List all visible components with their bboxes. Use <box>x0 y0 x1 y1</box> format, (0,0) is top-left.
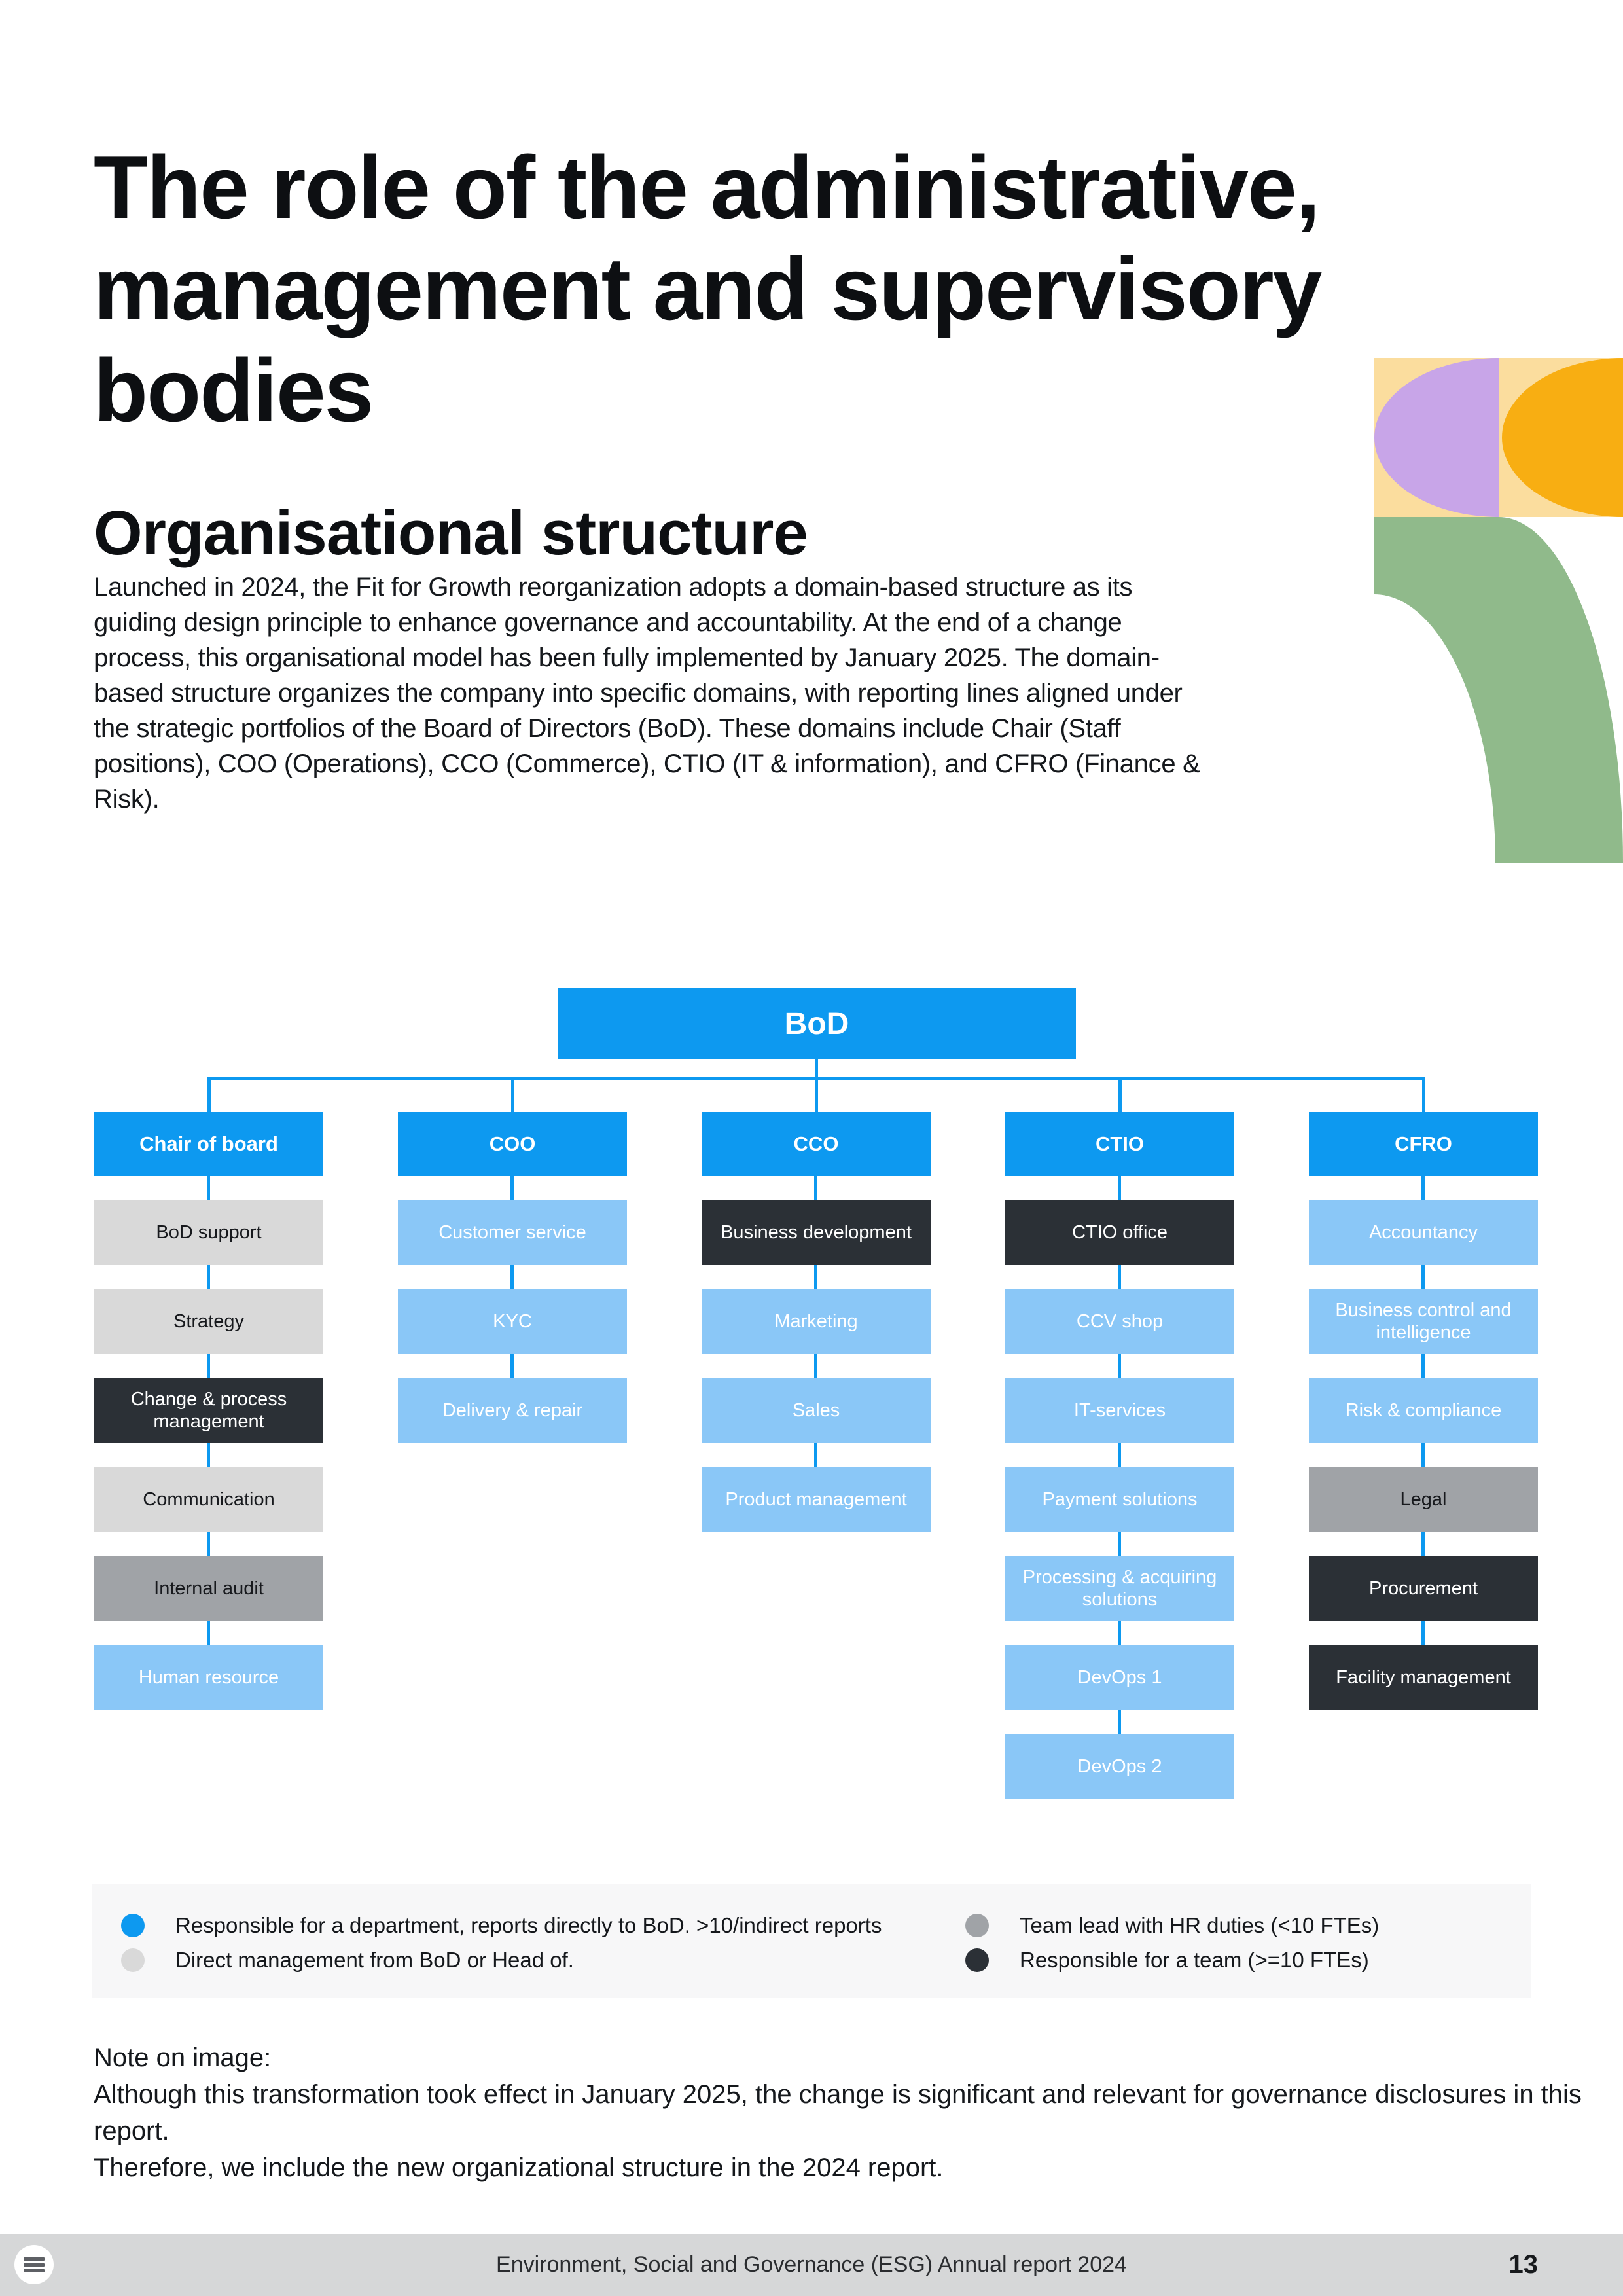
org-column-header: CCO <box>702 1112 931 1176</box>
org-column-chair: Chair of board BoD support Strategy Chan… <box>94 1112 323 1710</box>
org-box: Internal audit <box>94 1556 323 1621</box>
org-box: Payment solutions <box>1005 1467 1234 1532</box>
org-box: Marketing <box>702 1289 931 1354</box>
org-box: Business control and intelligence <box>1309 1289 1538 1354</box>
org-box: Product management <box>702 1467 931 1532</box>
legend-label: Team lead with HR duties (<10 FTEs) <box>1020 1913 1380 1937</box>
org-box: BoD support <box>94 1200 323 1265</box>
connector-root-stub <box>815 1058 818 1079</box>
page-number: 13 <box>1508 2250 1539 2279</box>
intro-paragraph: Launched in 2024, the Fit for Growth reo… <box>94 573 1200 814</box>
org-box: Procurement <box>1309 1556 1538 1621</box>
org-box: Customer service <box>398 1200 627 1265</box>
legend-dot-lightgray <box>121 1948 145 1972</box>
note-line: Therefore, we include the new organizati… <box>94 2153 944 2182</box>
org-column-ctio: CTIO CTIO office CCV shop IT-services Pa… <box>1005 1112 1234 1799</box>
org-box: IT-services <box>1005 1378 1234 1443</box>
connector-stub <box>511 1079 514 1113</box>
connector-column-line <box>510 1176 514 1378</box>
org-box: Communication <box>94 1467 323 1532</box>
org-box: CCV shop <box>1005 1289 1234 1354</box>
connector-horizontal <box>207 1077 1425 1080</box>
org-column-cfro: CFRO Accountancy Business control and in… <box>1309 1112 1538 1710</box>
connector-stub <box>1422 1079 1425 1113</box>
connector-stub <box>815 1079 818 1113</box>
org-box: Sales <box>702 1378 931 1443</box>
org-box: Strategy <box>94 1289 323 1354</box>
note-line: Although this transformation took effect… <box>94 2080 1582 2145</box>
legend-dot-midgray <box>965 1914 989 1937</box>
org-box: Delivery & repair <box>398 1378 627 1443</box>
menu-button[interactable] <box>14 2245 54 2284</box>
page-title-line: management and supervisory <box>94 239 1322 339</box>
org-box: Risk & compliance <box>1309 1378 1538 1443</box>
legend-item: Team lead with HR duties (<10 FTEs) <box>965 1912 1379 1939</box>
legend-item: Responsible for a department, reports di… <box>121 1912 882 1939</box>
footer-bar: Environment, Social and Governance (ESG)… <box>0 2234 1623 2296</box>
hamburger-icon <box>24 2257 45 2261</box>
legend-label: Direct management from BoD or Head of. <box>175 1948 574 1972</box>
org-box: Business development <box>702 1200 931 1265</box>
org-column-cco: CCO Business development Marketing Sales… <box>702 1112 931 1532</box>
footer-title: Environment, Social and Governance (ESG)… <box>496 2252 1127 2277</box>
org-box: Accountancy <box>1309 1200 1538 1265</box>
org-box: Processing & acquiring solutions <box>1005 1556 1234 1621</box>
legend-item: Direct management from BoD or Head of. <box>121 1947 574 1973</box>
legend-dot-dark <box>965 1948 989 1972</box>
section-heading: Organisational structure <box>94 497 808 568</box>
legend-label: Responsible for a department, reports di… <box>175 1913 882 1937</box>
note-on-image: Note on image: Although this transformat… <box>94 2039 1623 2186</box>
org-box: DevOps 2 <box>1005 1734 1234 1799</box>
connector-stub <box>207 1079 211 1113</box>
org-box: CTIO office <box>1005 1200 1234 1265</box>
page-title-line: bodies <box>94 340 374 440</box>
legend-label: Responsible for a team (>=10 FTEs) <box>1020 1948 1369 1972</box>
org-box: Change & process management <box>94 1378 323 1443</box>
connector-stub <box>1118 1079 1122 1113</box>
note-heading: Note on image: <box>94 2043 272 2072</box>
legend-panel: Responsible for a department, reports di… <box>92 1884 1531 1998</box>
org-box: KYC <box>398 1289 627 1354</box>
legend-dot-blue <box>121 1914 145 1937</box>
page-title-line: The role of the administrative, <box>94 137 1321 238</box>
org-column-header: Chair of board <box>94 1112 323 1176</box>
org-column-coo: COO Customer service KYC Delivery & repa… <box>398 1112 627 1443</box>
page-title: The role of the administrative, manageme… <box>94 137 1322 441</box>
org-box: Facility management <box>1309 1645 1538 1710</box>
decor-green-arc <box>1374 517 1623 863</box>
legend-item: Responsible for a team (>=10 FTEs) <box>965 1947 1369 1973</box>
org-chart-root: BoD <box>558 988 1076 1059</box>
org-box: Legal <box>1309 1467 1538 1532</box>
connector-column-line <box>1118 1176 1121 1734</box>
org-box: DevOps 1 <box>1005 1645 1234 1710</box>
org-column-header: CFRO <box>1309 1112 1538 1176</box>
org-column-header: CTIO <box>1005 1112 1234 1176</box>
org-column-header: COO <box>398 1112 627 1176</box>
org-box: Human resource <box>94 1645 323 1710</box>
